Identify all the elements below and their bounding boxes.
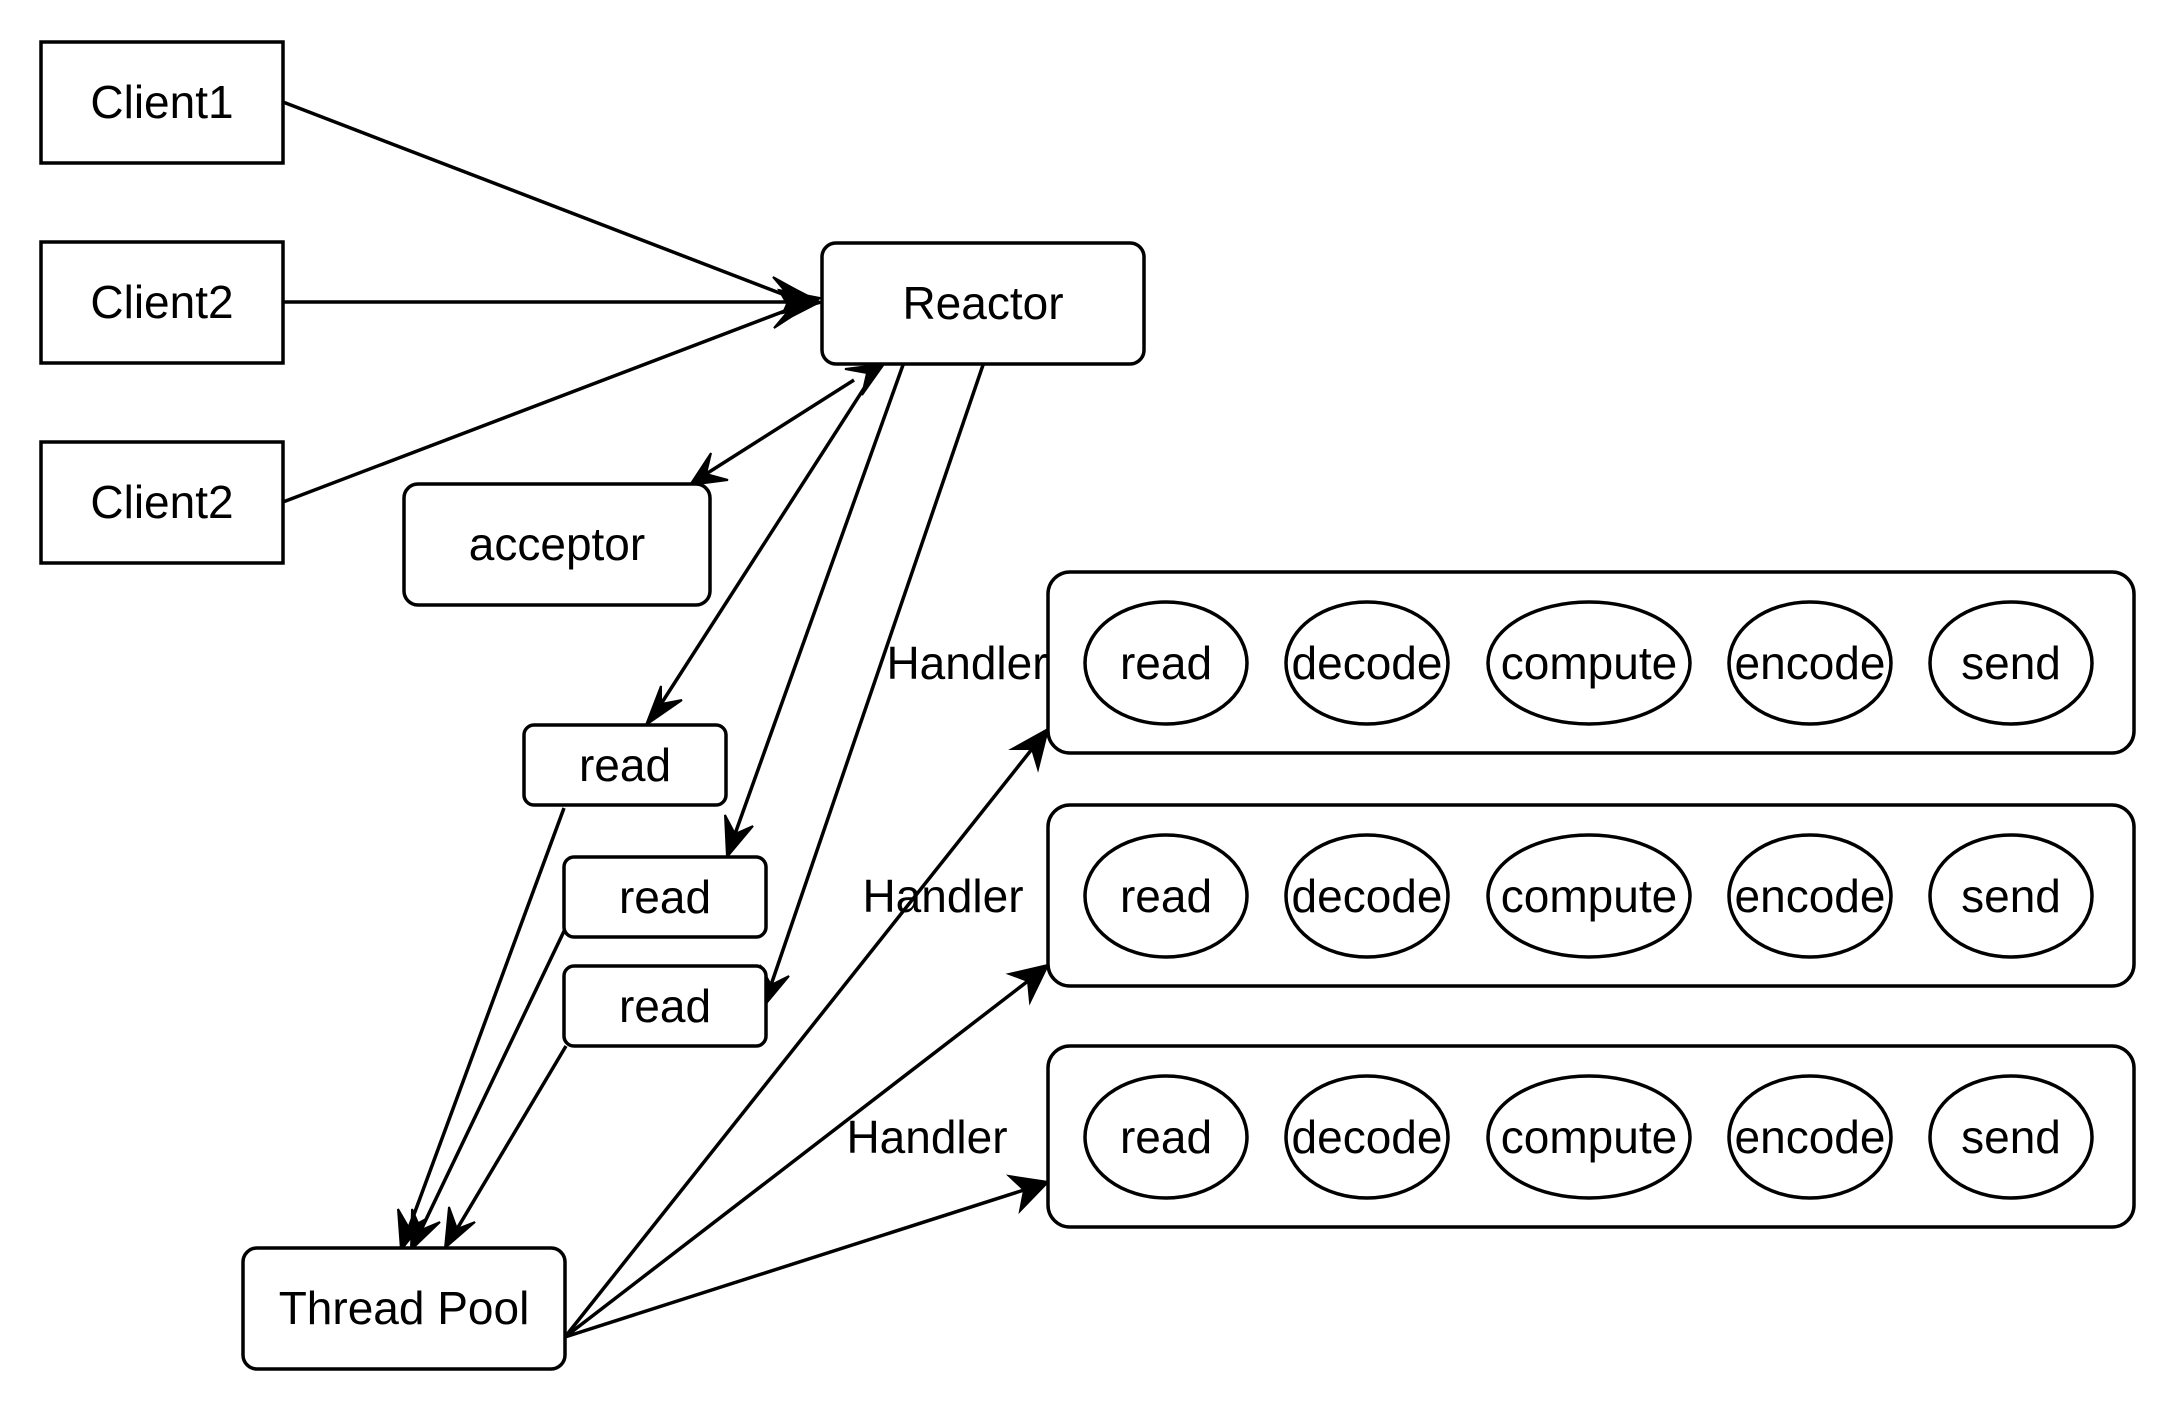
reactor-box bbox=[820, 241, 1146, 366]
read1-box bbox=[522, 723, 728, 807]
read2-box bbox=[562, 855, 768, 939]
handler-1-step-decode bbox=[1284, 600, 1450, 726]
edge-reactor-to-read2 bbox=[733, 364, 905, 835]
handler-1-label: Handler bbox=[886, 637, 1047, 689]
handler-2-step-encode-label: encode bbox=[1735, 870, 1886, 922]
edge-read3-to-threadpool bbox=[455, 1045, 568, 1230]
edge-threadpool-to-handler3 bbox=[564, 1188, 1025, 1339]
handler-3-step-read bbox=[1083, 1074, 1249, 1200]
client2-node: Client2 bbox=[39, 240, 285, 365]
edge-reactor-acceptor bbox=[705, 378, 855, 476]
edge-reactor-to-read1 bbox=[659, 364, 881, 705]
handler-1-step-encode-label: encode bbox=[1735, 637, 1886, 689]
handler-3-step-compute-label: compute bbox=[1501, 1111, 1677, 1163]
arrowhead-read2-to-threadpool bbox=[409, 1208, 441, 1253]
arrowhead-client3-to-reactor bbox=[773, 288, 823, 329]
handler-1-step-encode bbox=[1727, 600, 1893, 726]
thread-pool-box bbox=[241, 1246, 567, 1371]
read1-label: read bbox=[579, 739, 671, 791]
handler-3-step-decode-label: decode bbox=[1292, 1111, 1443, 1163]
handler-2-step-compute bbox=[1486, 833, 1692, 959]
thread-pool-label: Thread Pool bbox=[279, 1282, 530, 1334]
arrowhead-read3-to-threadpool bbox=[443, 1206, 476, 1251]
handler-2-label: Handler bbox=[862, 870, 1023, 922]
edge-read2-to-threadpool bbox=[419, 926, 568, 1231]
handler-2-step-read bbox=[1083, 833, 1249, 959]
edge-threadpool-to-handler1 bbox=[563, 747, 1034, 1339]
handler-3-step-read-label: read bbox=[1120, 1111, 1212, 1163]
arrowhead-to-acceptor bbox=[687, 452, 729, 487]
edge-client1-to-reactor bbox=[282, 100, 791, 299]
read1-node: read bbox=[522, 723, 728, 807]
arrowhead-to-handler1 bbox=[1008, 727, 1050, 773]
handler-1-step-compute bbox=[1486, 600, 1692, 726]
client1-label: Client1 bbox=[90, 76, 233, 128]
handler-1-step-decode-label: decode bbox=[1292, 637, 1443, 689]
handler-3-step-send bbox=[1928, 1074, 2094, 1200]
edge-reactor-to-read3 bbox=[769, 364, 985, 986]
arrowhead-to-read1 bbox=[643, 685, 683, 728]
arrowhead-to-handler3 bbox=[1005, 1174, 1051, 1215]
read2-node: read bbox=[562, 855, 768, 939]
thread-pool-node: Thread Pool bbox=[241, 1246, 567, 1371]
reactor-node: Reactor bbox=[820, 241, 1146, 366]
read3-node: read bbox=[562, 964, 768, 1048]
acceptor-label: acceptor bbox=[469, 518, 645, 570]
handler-3-step-encode-label: encode bbox=[1735, 1111, 1886, 1163]
acceptor-box bbox=[402, 482, 712, 607]
handler-1-step-read bbox=[1083, 600, 1249, 726]
client3-label: Client2 bbox=[90, 476, 233, 528]
edge-threadpool-to-handler2 bbox=[563, 979, 1030, 1339]
handler-3-step-compute bbox=[1486, 1074, 1692, 1200]
handler-2: Handler read decode compute encode send bbox=[862, 803, 2136, 988]
edge-read1-to-threadpool bbox=[407, 807, 566, 1229]
arrowhead-to-read2 bbox=[724, 814, 754, 860]
handler-2-step-compute-label: compute bbox=[1501, 870, 1677, 922]
client1-node: Client1 bbox=[39, 40, 285, 165]
handler-1-step-read-label: read bbox=[1120, 637, 1212, 689]
handler-1-step-send bbox=[1928, 600, 2094, 726]
reactor-label: Reactor bbox=[902, 277, 1063, 329]
handler-1-step-send-label: send bbox=[1961, 637, 2061, 689]
handler-2-step-encode bbox=[1727, 833, 1893, 959]
read3-box bbox=[562, 964, 768, 1048]
handler-1-step-compute-label: compute bbox=[1501, 637, 1677, 689]
handler-2-step-send bbox=[1928, 833, 2094, 959]
client2-box bbox=[39, 240, 285, 365]
client3-box bbox=[39, 440, 285, 565]
client3-node: Client2 bbox=[39, 440, 285, 565]
client1-box bbox=[39, 40, 285, 165]
handler-3: Handler read decode compute encode send bbox=[846, 1044, 2136, 1229]
handler-1: Handler read decode compute encode send bbox=[886, 570, 2136, 755]
edge-client3-to-reactor bbox=[282, 307, 791, 504]
handler-3-step-encode bbox=[1727, 1074, 1893, 1200]
acceptor-node: acceptor bbox=[402, 482, 712, 607]
client2-label: Client2 bbox=[90, 276, 233, 328]
handler-2-step-decode bbox=[1284, 833, 1450, 959]
handler-3-label: Handler bbox=[846, 1111, 1007, 1163]
read2-label: read bbox=[619, 871, 711, 923]
handler-2-step-read-label: read bbox=[1120, 870, 1212, 922]
handler-3-step-decode bbox=[1284, 1074, 1450, 1200]
read3-label: read bbox=[619, 980, 711, 1032]
arrowhead-to-handler2 bbox=[1005, 963, 1050, 1006]
handler-2-step-decode-label: decode bbox=[1292, 870, 1443, 922]
handler-3-step-send-label: send bbox=[1961, 1111, 2061, 1163]
handler-2-step-send-label: send bbox=[1961, 870, 2061, 922]
edges bbox=[282, 100, 1051, 1339]
